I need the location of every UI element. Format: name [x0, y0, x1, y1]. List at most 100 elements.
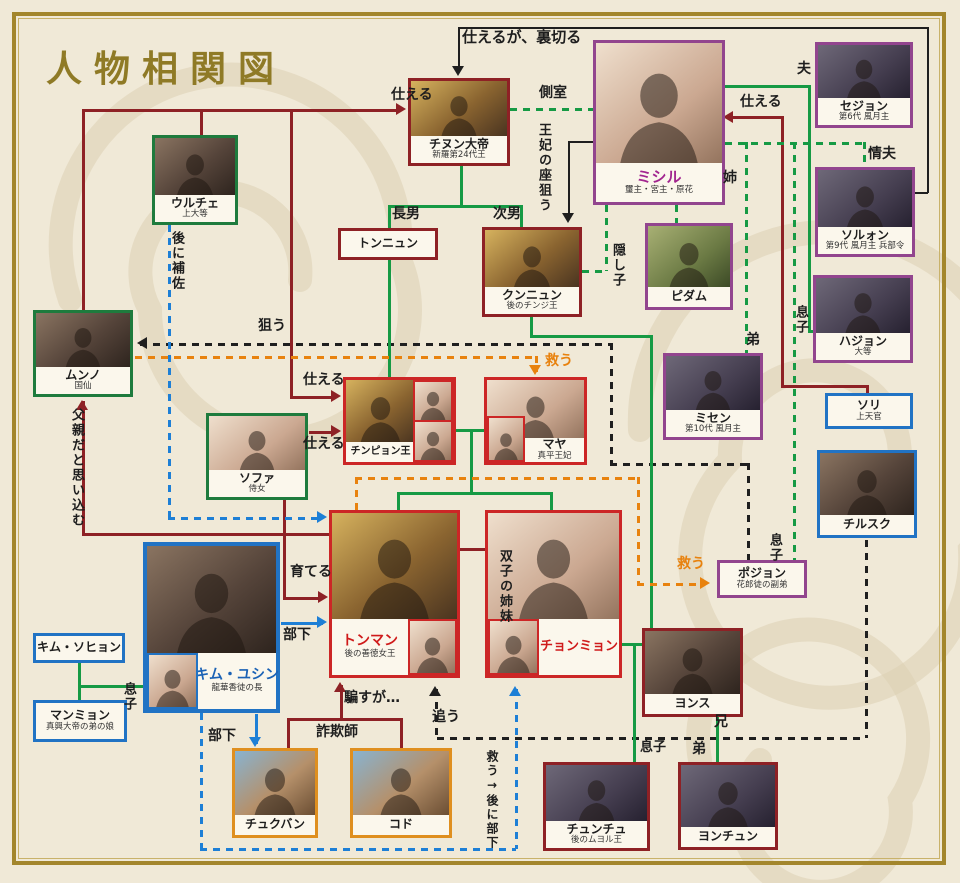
relation-line — [637, 583, 705, 586]
person-kimsohyon: キム・ソヒョン — [33, 633, 125, 663]
relation-line — [400, 718, 403, 748]
relation-line — [283, 597, 320, 600]
relation-line — [287, 718, 401, 721]
relation-label-later_assist: 後に補佐 — [169, 231, 184, 291]
person-mishil: ミシル璽主・宮主・原花 — [593, 40, 725, 205]
person-sejon: セジョン第6代 風月主 — [815, 42, 913, 128]
arrowhead-icon — [700, 577, 710, 589]
relation-line — [568, 141, 594, 143]
portrait-yonsu — [645, 631, 740, 694]
person-hajon: ハジョン大等 — [813, 275, 913, 363]
person-label: ミセン第10代 風月主 — [666, 410, 760, 437]
person-label: チンピョン王 — [346, 442, 415, 462]
person-name: セジョン — [839, 98, 888, 113]
person-caption: 後のムヨル王 — [570, 835, 622, 846]
young-portrait — [488, 619, 539, 675]
person-caption: 後の善徳女王 — [344, 648, 396, 659]
portrait-uruche — [155, 138, 235, 195]
person-label: キム・ソヒョン — [36, 636, 122, 660]
young-portrait — [487, 416, 525, 462]
person-label: ミシル璽主・宮主・原花 — [596, 163, 722, 202]
gold-frame — [12, 12, 946, 865]
arrowhead-icon — [396, 103, 406, 115]
person-caption: 龍華香徒の長 — [211, 682, 263, 693]
relation-line — [340, 685, 343, 719]
person-label: ヨンチュン — [681, 827, 775, 847]
person-munno: ムンノ国仙 — [33, 310, 133, 397]
relation-line — [255, 714, 258, 744]
portrait-chirusuku — [820, 453, 914, 515]
relation-label-concubine: 側室 — [539, 85, 567, 101]
relation-line — [637, 477, 640, 584]
relation-line — [78, 663, 81, 701]
relation-line — [510, 108, 594, 111]
relation-line — [927, 27, 929, 193]
relation-line — [550, 492, 553, 511]
person-name: キム・ソヒョン — [36, 640, 121, 655]
person-label: トンニュン — [341, 231, 435, 257]
arrowhead-icon — [137, 337, 147, 349]
arrowhead-icon — [509, 686, 521, 696]
relation-line — [168, 517, 323, 520]
relation-line — [283, 500, 286, 598]
relation-label-son: 息子 — [767, 533, 782, 563]
person-name: ソファ — [238, 470, 275, 485]
arrowhead-icon — [334, 682, 346, 692]
person-label: マンミョン真興大帝の弟の娘 — [36, 703, 124, 739]
relation-line — [747, 463, 750, 561]
relation-line — [200, 713, 203, 849]
relation-line — [287, 718, 290, 748]
portrait-chinpyon — [346, 380, 415, 442]
relation-line — [135, 356, 535, 359]
relation-line — [610, 343, 613, 464]
person-caption: 新羅第24代王 — [432, 150, 486, 161]
person-manmyon: マンミョン真興大帝の弟の娘 — [33, 700, 127, 742]
relation-label-serve_betray: 仕えるが、裏切る — [462, 28, 582, 46]
young-portrait — [413, 420, 453, 462]
person-name: ポジョン — [737, 566, 786, 581]
person-label: チヌン大帝新羅第24代王 — [411, 136, 507, 163]
young-portrait — [408, 619, 457, 675]
person-caption: 第9代 風月主 兵部令 — [825, 241, 905, 252]
relation-line — [745, 142, 748, 354]
person-label: ヨンス — [645, 694, 740, 714]
relation-line — [281, 622, 323, 625]
relation-line — [530, 317, 533, 336]
person-kunnyun: クンニュン後のチンジ王 — [482, 227, 582, 317]
portrait-chonmyon — [488, 513, 619, 619]
person-name: チンピョン王 — [350, 446, 411, 458]
portrait-kimyushin — [147, 546, 276, 653]
relation-label-older_sister: 姉 — [723, 170, 737, 186]
relation-label-eldest_son: 長男 — [392, 206, 420, 222]
portrait-chinun — [411, 81, 507, 136]
arrowhead-icon — [318, 591, 328, 603]
person-name: キム・ユシン — [195, 667, 279, 684]
person-name: ピダム — [670, 289, 707, 304]
person-label: チュンチュ後のムヨル王 — [546, 821, 647, 848]
relation-label-save_later_sub: 救う→後に部下 — [485, 750, 499, 850]
relation-line — [355, 477, 638, 480]
person-name: トンマン — [342, 633, 398, 650]
person-name: チョンミョン — [539, 638, 618, 654]
person-label: マヤ真平王妃 — [525, 437, 584, 462]
person-kimyushin: キム・ユシン龍華香徒の長 — [143, 542, 280, 713]
person-pidam: ピダム — [645, 223, 733, 310]
person-label: クンニュン後のチンジ王 — [485, 287, 579, 314]
relation-line — [458, 27, 460, 69]
relation-label-older_brother: 兄 — [714, 714, 728, 730]
relation-line — [458, 27, 928, 29]
portrait-mishil — [596, 43, 722, 163]
relation-line — [355, 477, 358, 511]
relation-line — [82, 109, 85, 310]
relation-line — [82, 109, 397, 112]
person-caption: 侍女 — [248, 484, 266, 495]
person-name: チヌン大帝 — [428, 136, 489, 151]
person-name: マヤ — [542, 437, 567, 452]
relation-line — [470, 429, 473, 493]
relation-line — [727, 116, 781, 119]
relation-line — [808, 85, 811, 331]
person-label: チルスク — [820, 515, 914, 535]
relation-line — [82, 401, 85, 534]
relation-label-younger_brother: 弟 — [746, 332, 760, 348]
person-caption: 上大等 — [182, 209, 208, 220]
